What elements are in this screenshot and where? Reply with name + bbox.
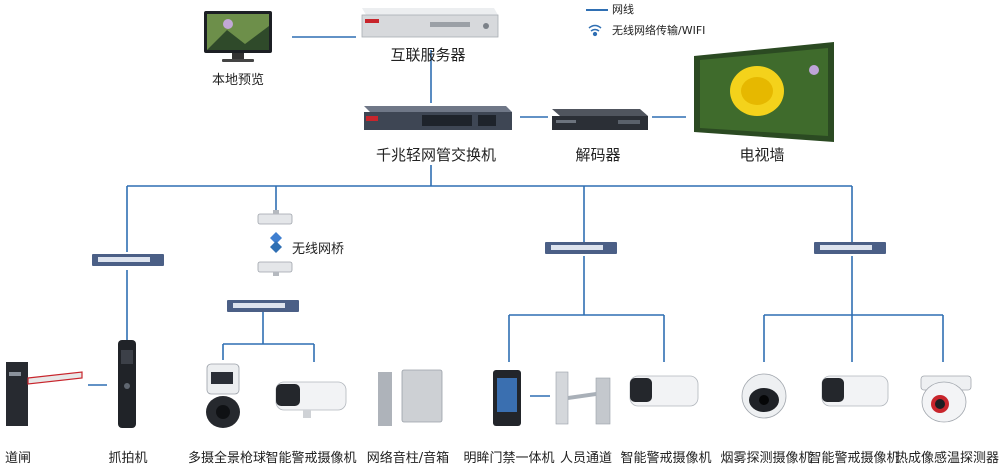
- label-decoder: 解码器: [575, 146, 621, 164]
- bullet-camera-icon: [821, 375, 889, 407]
- thermal-turret-camera-icon: [920, 375, 972, 423]
- label-server: 互联服务器: [390, 46, 466, 64]
- decoder-icon: [552, 109, 648, 130]
- access-switch-mid-icon: [545, 242, 617, 254]
- label-capture: 抓拍机: [108, 451, 148, 466]
- server-icon: [361, 8, 499, 38]
- monitor-icon: [204, 11, 272, 62]
- bridge-wireless-icon: [270, 232, 282, 253]
- speaker-box-icon: [401, 369, 443, 423]
- label-thermal-detector: 热成像感温探测器: [894, 451, 1000, 466]
- turnstile-icon: [555, 371, 611, 425]
- label-wireless-bridge: 无线网桥: [292, 242, 345, 257]
- bridge-top-icon: [257, 210, 293, 225]
- bullet-camera-icon: [629, 375, 699, 407]
- access-switch-right-icon: [814, 242, 886, 254]
- barrier-gate-icon: [6, 362, 83, 426]
- network-links: [88, 36, 944, 397]
- capture-camera-icon: [118, 340, 136, 428]
- legend-wired-label: 网线: [612, 3, 634, 16]
- legend-line-icon: [586, 9, 608, 11]
- core-switch-icon: [364, 106, 512, 130]
- label-ptz: 多摄全景枪球: [187, 451, 267, 466]
- legend-wifi-icon: [588, 24, 602, 37]
- video-wall-icon: [694, 42, 834, 142]
- label-smoke-camera: 烟雾探测摄像机: [720, 451, 812, 466]
- access-switch-bridge-icon: [227, 300, 299, 312]
- label-switch: 千兆轻网管交换机: [375, 146, 497, 164]
- label-barrier: 道闸: [4, 451, 32, 466]
- speaker-column-icon: [378, 372, 392, 426]
- ptz-camera-icon: [206, 363, 240, 428]
- bridge-bottom-icon: [257, 261, 293, 276]
- label-turnstile: 人员通道: [559, 451, 613, 466]
- label-bullet-camera-1: 智能警戒摄像机: [265, 451, 357, 466]
- smoke-dome-camera-icon: [741, 373, 787, 419]
- access-terminal-icon: [493, 370, 521, 426]
- label-bullet-camera-2: 智能警戒摄像机: [620, 451, 712, 466]
- bullet-camera-icon: [275, 381, 347, 418]
- label-access-terminal: 明眸门禁一体机: [463, 451, 555, 466]
- label-video-wall: 电视墙: [739, 146, 785, 164]
- label-bullet-camera-3: 智能警戒摄像机: [808, 451, 900, 466]
- access-switch-left-icon: [92, 254, 164, 266]
- legend-wireless-label: 无线网络传输/WIFI: [612, 24, 706, 37]
- label-local-preview: 本地预览: [211, 73, 265, 88]
- label-speaker: 网络音柱/音箱: [366, 451, 450, 466]
